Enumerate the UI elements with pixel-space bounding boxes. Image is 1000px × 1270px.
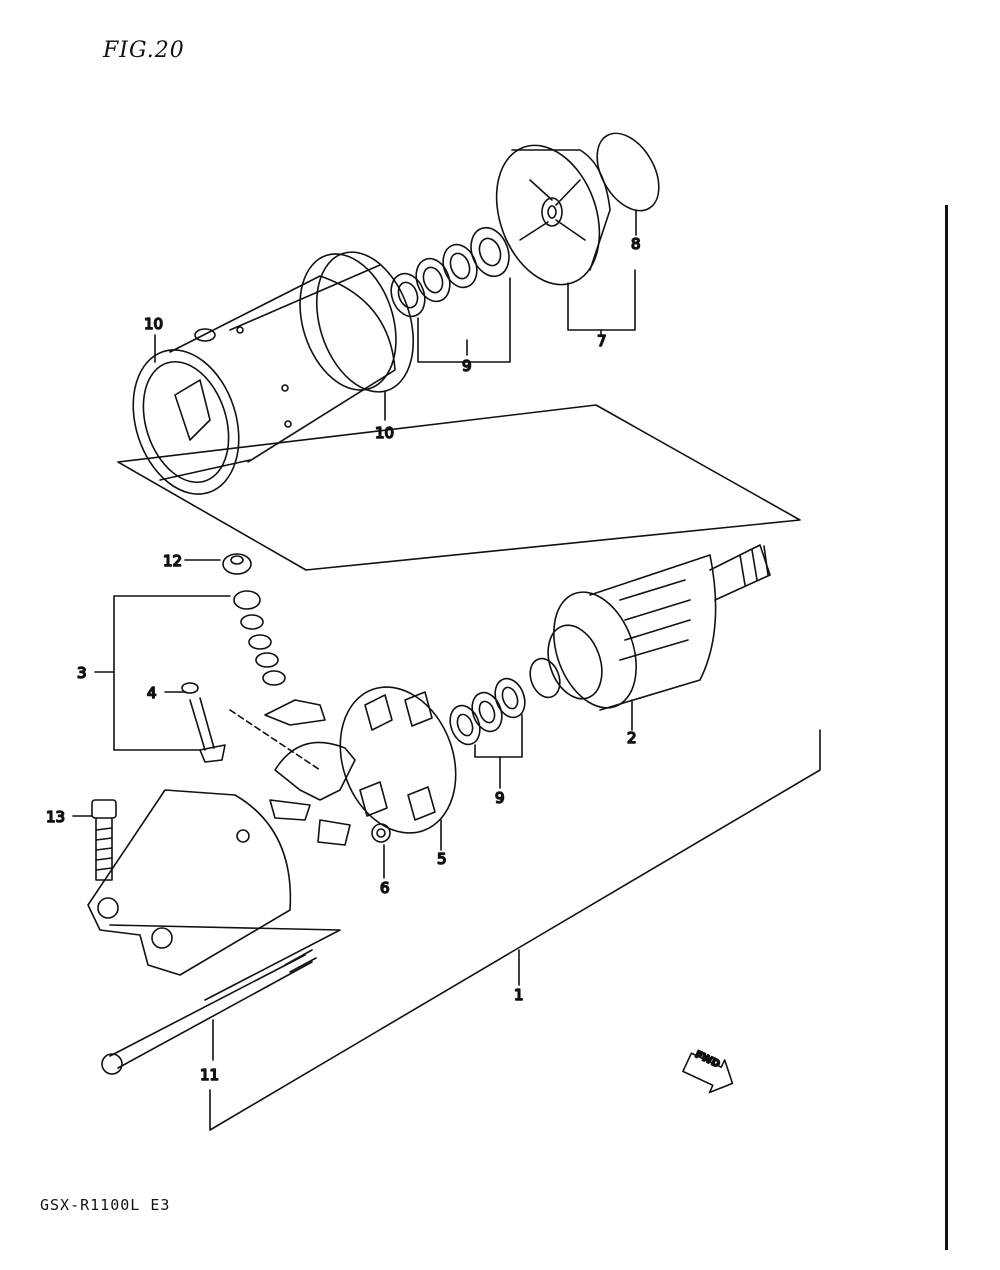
front-bracket	[87, 789, 292, 976]
armature	[529, 544, 771, 711]
callout-1: 1	[514, 986, 524, 1004]
leader-lines	[72, 209, 821, 1131]
callout-3: 3	[77, 664, 87, 682]
upper-assembly-outline	[117, 404, 801, 571]
lower-assembly-outline	[109, 924, 341, 1001]
callout-7: 7	[597, 332, 607, 350]
terminal-kit	[181, 553, 326, 763]
callout-5: 5	[437, 850, 447, 868]
callout-4: 4	[147, 684, 157, 702]
callout-12: 12	[163, 552, 182, 570]
dashed-guide	[229, 709, 321, 771]
washer-set-upper	[390, 226, 510, 318]
model-code: GSX-R1100L E3	[40, 1196, 171, 1214]
yoke-housing	[132, 251, 415, 495]
callout-2: 2	[627, 729, 637, 747]
bearing	[371, 823, 391, 843]
o-ring	[596, 132, 660, 212]
callout-6: 6	[380, 879, 390, 897]
through-bolt-11	[101, 949, 317, 1075]
callout-9-upper: 9	[462, 357, 472, 375]
callout-13: 13	[46, 808, 65, 826]
callout-10-left: 10	[144, 315, 163, 333]
brush-plate	[269, 741, 356, 846]
page-edge-rule	[945, 205, 948, 1250]
callout-9-lower: 9	[495, 789, 505, 807]
washer-set-lower	[449, 677, 526, 746]
fwd-arrow-icon	[682, 1052, 734, 1094]
brush-holder	[339, 686, 457, 834]
figure-title: FIG.20	[103, 38, 185, 63]
bolt-13	[91, 799, 117, 881]
callout-10-right: 10	[375, 424, 394, 442]
callout-8: 8	[631, 235, 641, 253]
callout-11: 11	[200, 1066, 219, 1084]
